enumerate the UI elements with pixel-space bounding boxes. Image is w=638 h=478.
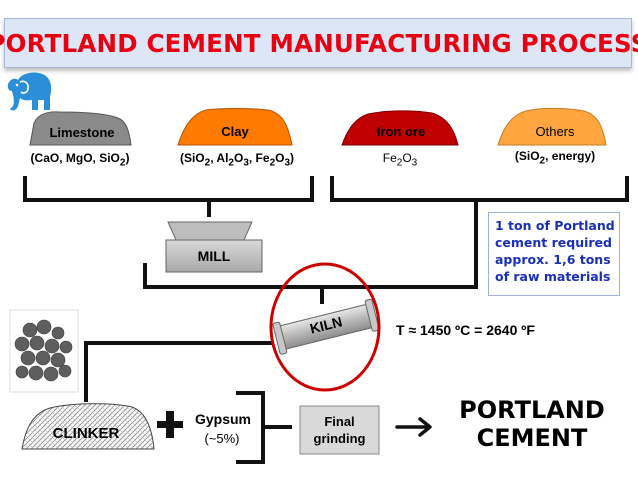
iron-ore-pile [341,110,459,146]
clay-formula: (SiO2, Al2O3, Fe2O3) [179,151,295,169]
iron-ore-label: Iron ore [376,124,426,139]
brace-gypsum [236,391,292,464]
title-banner: PORTLAND CEMENT MANUFACTURING PROCESS [0,18,638,68]
others-pile [497,107,607,146]
iron-ore-formula: Fe2O3 [382,151,418,169]
info-line: 1 ton of Portland [495,218,615,233]
kiln-highlight-circle [269,262,381,392]
bracket-right [330,176,629,202]
gypsum-amount: (~5%) [204,431,240,446]
clinker-label: CLINKER [52,425,120,442]
clay-pile [177,108,293,146]
limestone-pile [29,111,132,146]
plus-sign [157,411,183,438]
clinker-photo [9,309,79,393]
clinker-pile [21,403,155,450]
bracket-left [23,176,314,202]
page-title: PORTLAND CEMENT MANUFACTURING PROCESS [0,28,638,58]
info-line: of raw materials [495,269,611,284]
connector-kiln-to-clinker [84,341,274,402]
limestone-formula: (CaO, MgO, SiO2) [30,151,130,169]
gypsum-label: Gypsum [194,411,251,427]
info-line: cement required [495,235,612,250]
others-label: Others [535,124,575,139]
kiln-drum [272,298,380,355]
clay-label: Clay [221,124,249,139]
mill-hopper [165,221,263,273]
result-portland-cement: PORTLAND CEMENT [459,396,605,452]
final-grinding-label: Final grinding [313,414,366,446]
info-line: approx. 1,6 tons [495,252,611,267]
final-grinding-box [299,405,380,455]
raw-materials-info-box: 1 ton of Portland cement required approx… [488,212,620,296]
arrow-to-result-icon [395,417,432,437]
kiln-temperature: T ≈ 1450 ºC = 2640 ºF [396,322,535,338]
limestone-label: Limestone [49,125,115,140]
mill-label: MILL [197,248,231,264]
elephant-logo-icon [7,72,52,111]
others-formula: (SiO2, energy) [514,149,596,167]
